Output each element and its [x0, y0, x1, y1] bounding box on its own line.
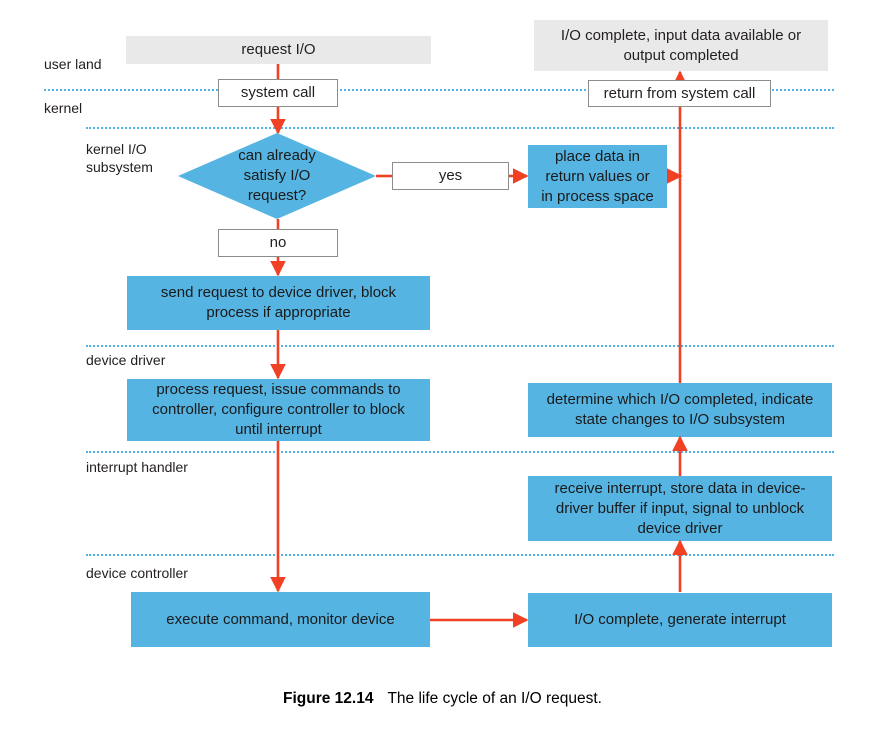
node-determine-which-io-completed: determine which I/O completed, indicate … — [528, 383, 832, 437]
node-io-complete-user: I/O complete, input data available or ou… — [534, 20, 828, 71]
io-complete-user-label: I/O complete, input data available or ou… — [560, 26, 802, 64]
lane-divider-interrupthandler-devicecontroller — [86, 554, 834, 556]
figure-caption: Figure 12.14 The life cycle of an I/O req… — [0, 690, 885, 708]
lane-divider-user-kernel — [44, 89, 834, 91]
node-receive-interrupt: receive interrupt, store data in device-… — [528, 476, 832, 541]
lane-label-interrupt-handler: interrupt handler — [86, 459, 188, 475]
node-request-io: request I/O — [126, 36, 431, 64]
determine-which-label: determine which I/O completed, indicate … — [546, 391, 814, 428]
receive-interrupt-label: receive interrupt, store data in device-… — [554, 479, 806, 537]
decision-label: can already satisfy I/O request? — [238, 147, 316, 204]
lane-label-kernel-io-subsystem: kernel I/O subsystem — [86, 141, 153, 175]
node-return-from-system-call: return from system call — [588, 80, 771, 107]
lane-divider-kernel-iosubsystem — [86, 127, 834, 129]
lane-label-device-controller: device controller — [86, 565, 188, 581]
lane-label-kernel: kernel — [44, 100, 83, 116]
figure-caption-number: Figure 12.14 — [283, 690, 374, 707]
process-request-label: process request, issue commands to contr… — [152, 381, 405, 438]
node-place-data: place data in return values or in proces… — [528, 145, 667, 208]
lane-divider-iosubsystem-devicedriver — [86, 345, 834, 347]
lane-label-device-driver: device driver — [86, 352, 166, 368]
node-process-request: process request, issue commands to contr… — [127, 379, 430, 441]
node-yes: yes — [392, 162, 509, 190]
lane-label-user-land: user land — [44, 56, 102, 72]
node-execute-command: execute command, monitor device — [131, 592, 430, 647]
send-request-label: send request to device driver, block pro… — [160, 284, 397, 321]
lane-divider-devicedriver-interrupthandler — [86, 451, 834, 453]
figure-caption-text: The life cycle of an I/O request. — [387, 690, 602, 707]
node-system-call: system call — [218, 79, 338, 107]
node-io-complete-generate-interrupt: I/O complete, generate interrupt — [528, 593, 832, 647]
node-send-request-to-device-driver: send request to device driver, block pro… — [127, 276, 430, 330]
place-data-label: place data in return values or in proces… — [541, 147, 654, 205]
node-decision-can-satisfy-io: can already satisfy I/O request? — [178, 133, 376, 219]
node-no: no — [218, 229, 338, 257]
